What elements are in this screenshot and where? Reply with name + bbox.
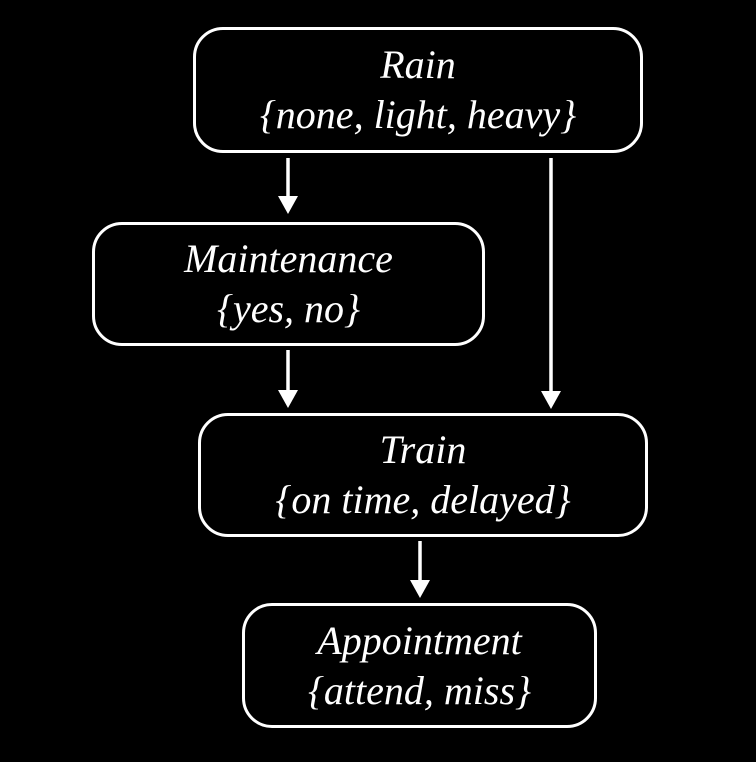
edge-train-appointment	[410, 541, 430, 598]
node-train-states: {on time, delayed}	[275, 477, 571, 522]
node-appointment: Appointment {attend, miss}	[242, 603, 597, 728]
node-rain: Rain {none, light, heavy}	[193, 27, 643, 153]
node-appointment-states: {attend, miss}	[307, 667, 532, 713]
node-appointment-label: Appointment	[317, 617, 522, 663]
edge-rain-train	[541, 158, 561, 409]
node-rain-label: Rain	[380, 42, 456, 87]
edge-rain-maintenance	[278, 158, 298, 214]
node-maintenance-label: Maintenance	[184, 236, 393, 281]
node-rain-states: {none, light, heavy}	[259, 92, 577, 137]
node-maintenance: Maintenance {yes, no}	[92, 222, 485, 346]
node-maintenance-states: {yes, no}	[216, 286, 361, 331]
edge-maintenance-train	[278, 350, 298, 408]
node-train: Train {on time, delayed}	[198, 413, 648, 537]
node-train-label: Train	[379, 427, 467, 472]
